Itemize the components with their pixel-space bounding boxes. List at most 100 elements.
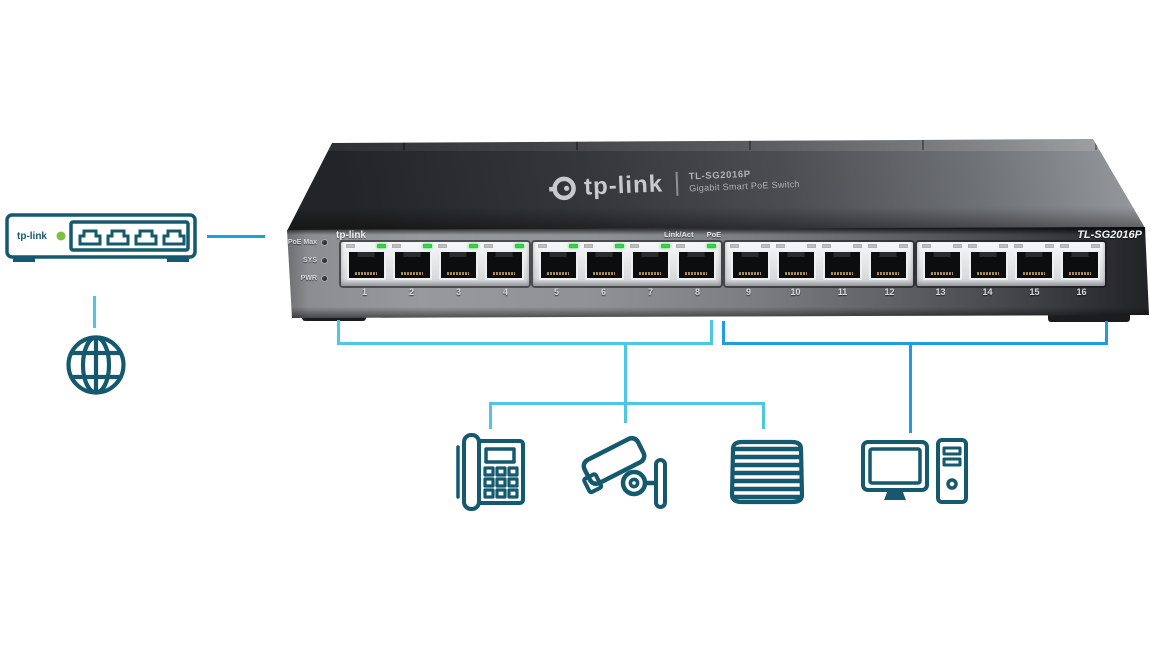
pwr-label: PWR: [300, 274, 317, 282]
port-number: 13: [935, 287, 946, 297]
router-to-switch-line: [207, 235, 265, 238]
poe-led: [707, 244, 716, 248]
port-number: 16: [1076, 287, 1087, 297]
poe-led: [953, 244, 962, 248]
link-act-led: [968, 244, 977, 248]
link-act-led: [676, 244, 685, 248]
router-brand-label: tp-link: [17, 231, 47, 242]
poe-led: [569, 244, 578, 248]
rj45-port: [1057, 243, 1103, 284]
port-group: [725, 242, 913, 286]
port-number: 15: [1029, 287, 1040, 297]
port-number: 14: [982, 287, 993, 297]
rj45-port: [535, 243, 581, 284]
device-bracket: [489, 402, 765, 405]
rj45-port: [727, 243, 773, 284]
router-led: [56, 231, 66, 241]
link-act-led: [868, 244, 877, 248]
poe-led: [899, 244, 908, 248]
port-led-legend: Link/Act PoE: [664, 230, 721, 239]
link-act-led: [538, 244, 547, 248]
desktop-computer-icon: [860, 438, 970, 506]
poe-max-label: PoE Max: [287, 238, 317, 246]
rj45-jack: [584, 250, 624, 280]
link-act-led: [584, 244, 593, 248]
rj45-jack: [776, 250, 816, 280]
rj45-port: [435, 243, 481, 284]
port-number: 5: [553, 287, 559, 297]
port-number: 1: [361, 287, 367, 297]
uplink-bracket-right-end: [1105, 321, 1108, 345]
port-number: 12: [884, 287, 895, 297]
device-bracket-right-drop: [762, 402, 765, 429]
router-icon: tp-link: [4, 212, 198, 264]
rj45-jack: [922, 250, 962, 280]
link-act-led: [630, 244, 639, 248]
rj45-port: [627, 243, 673, 284]
port-number: 2: [408, 287, 414, 297]
port-number: 3: [455, 287, 461, 297]
link-act-led: [1060, 244, 1069, 248]
rj45-jack: [392, 250, 432, 280]
status-led-row: PoE Max: [286, 233, 328, 251]
port-number: 10: [790, 287, 801, 297]
uplink-bracket: [722, 342, 1108, 345]
poe-led: [515, 244, 524, 248]
rj45-port: [343, 243, 389, 284]
poe-bracket-right-end: [710, 320, 713, 345]
port-group: [341, 242, 529, 286]
poe-led: [423, 244, 432, 248]
rj45-jack: [346, 250, 386, 280]
status-led-row: PWR: [286, 269, 328, 287]
port-number-row: 9 10 11 12: [725, 287, 913, 297]
ip-phone-icon: [455, 433, 527, 511]
port-number: 7: [647, 287, 653, 297]
switch-top-face: [287, 139, 1145, 231]
poe-bracket: [337, 342, 713, 345]
front-model-label: TL-SG2016P: [1077, 229, 1142, 241]
port-number: 6: [600, 287, 606, 297]
poe-label: PoE: [706, 230, 722, 239]
router-to-internet-line: [93, 296, 96, 328]
wireless-ap-icon: [724, 439, 810, 505]
rj45-port: [673, 243, 719, 284]
link-act-led: [1014, 244, 1023, 248]
rj45-jack: [538, 250, 578, 280]
link-act-led: [438, 244, 447, 248]
rj45-jack: [868, 250, 908, 280]
poe-bracket-left-end: [337, 320, 340, 345]
port-number: 11: [837, 287, 848, 297]
poe-bracket-drop: [624, 345, 627, 423]
port-number-row: 1 2 3 4: [341, 287, 529, 297]
link-act-led: [346, 244, 355, 248]
poe-led: [761, 244, 770, 248]
poe-led: [377, 244, 386, 248]
front-brand-label: tp-link: [336, 230, 366, 241]
port-number: 9: [745, 287, 751, 297]
port-number: 4: [502, 287, 508, 297]
rj45-port: [1011, 243, 1057, 284]
sys-label: SYS: [302, 256, 317, 264]
globe-icon: [64, 333, 128, 397]
rj45-jack: [484, 250, 524, 280]
status-led-panel: PoE Max SYS PWR: [286, 233, 328, 287]
port-group: [917, 242, 1105, 286]
poe-led: [1091, 244, 1100, 248]
rj45-port: [819, 243, 865, 284]
rj45-jack: [630, 250, 670, 280]
uplink-bracket-drop: [909, 345, 912, 433]
rj45-jack: [1014, 250, 1054, 280]
link-act-led: [730, 244, 739, 248]
port-number-row: 13 14 15 16: [917, 287, 1105, 297]
poe-led: [999, 244, 1008, 248]
rj45-glyphs: [78, 229, 186, 246]
rj45-port: [481, 243, 527, 284]
poe-led: [469, 244, 478, 248]
device-bracket-left-drop: [489, 402, 492, 429]
rj45-port: [865, 243, 911, 284]
poe-led: [615, 244, 624, 248]
surveillance-camera-icon: [580, 432, 675, 512]
rj45-jack: [730, 250, 770, 280]
